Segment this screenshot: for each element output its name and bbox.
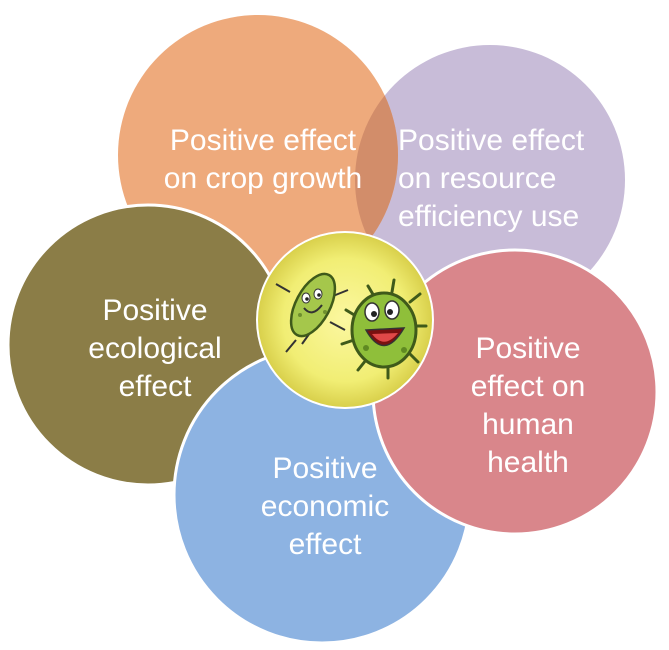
label-resource-efficiency: Positive effect on resource efficiency u…: [398, 124, 585, 233]
petal-circle-resource-efficiency: [355, 45, 625, 315]
cartoon-bacteria-illustration: [275, 272, 428, 380]
round-germ-icon: [340, 278, 428, 380]
label-human-health: Positive effect on human health: [470, 332, 586, 479]
label-ecological: Positive ecological effect: [88, 294, 222, 403]
label-crop-growth: Positive effect on crop growth: [163, 124, 363, 195]
label-economic: Positive economic effect: [260, 452, 390, 561]
rod-bacterium-icon: [275, 272, 349, 353]
